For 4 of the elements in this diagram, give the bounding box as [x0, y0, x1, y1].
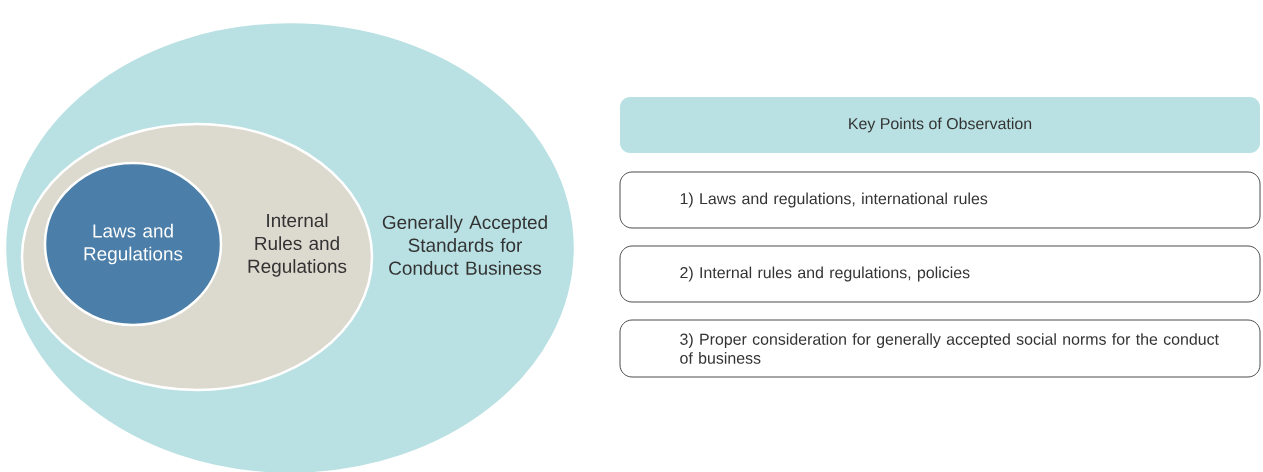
item-box: 3) Proper consideration for generally accepted social norms for the conduct of business [619, 319, 1261, 378]
item-box: 1) Laws and regulations, international rules [619, 171, 1261, 229]
item-box: 2) Internal rules and regulations, policies [619, 245, 1261, 303]
header-box: Key Points of Observation [620, 97, 1260, 153]
